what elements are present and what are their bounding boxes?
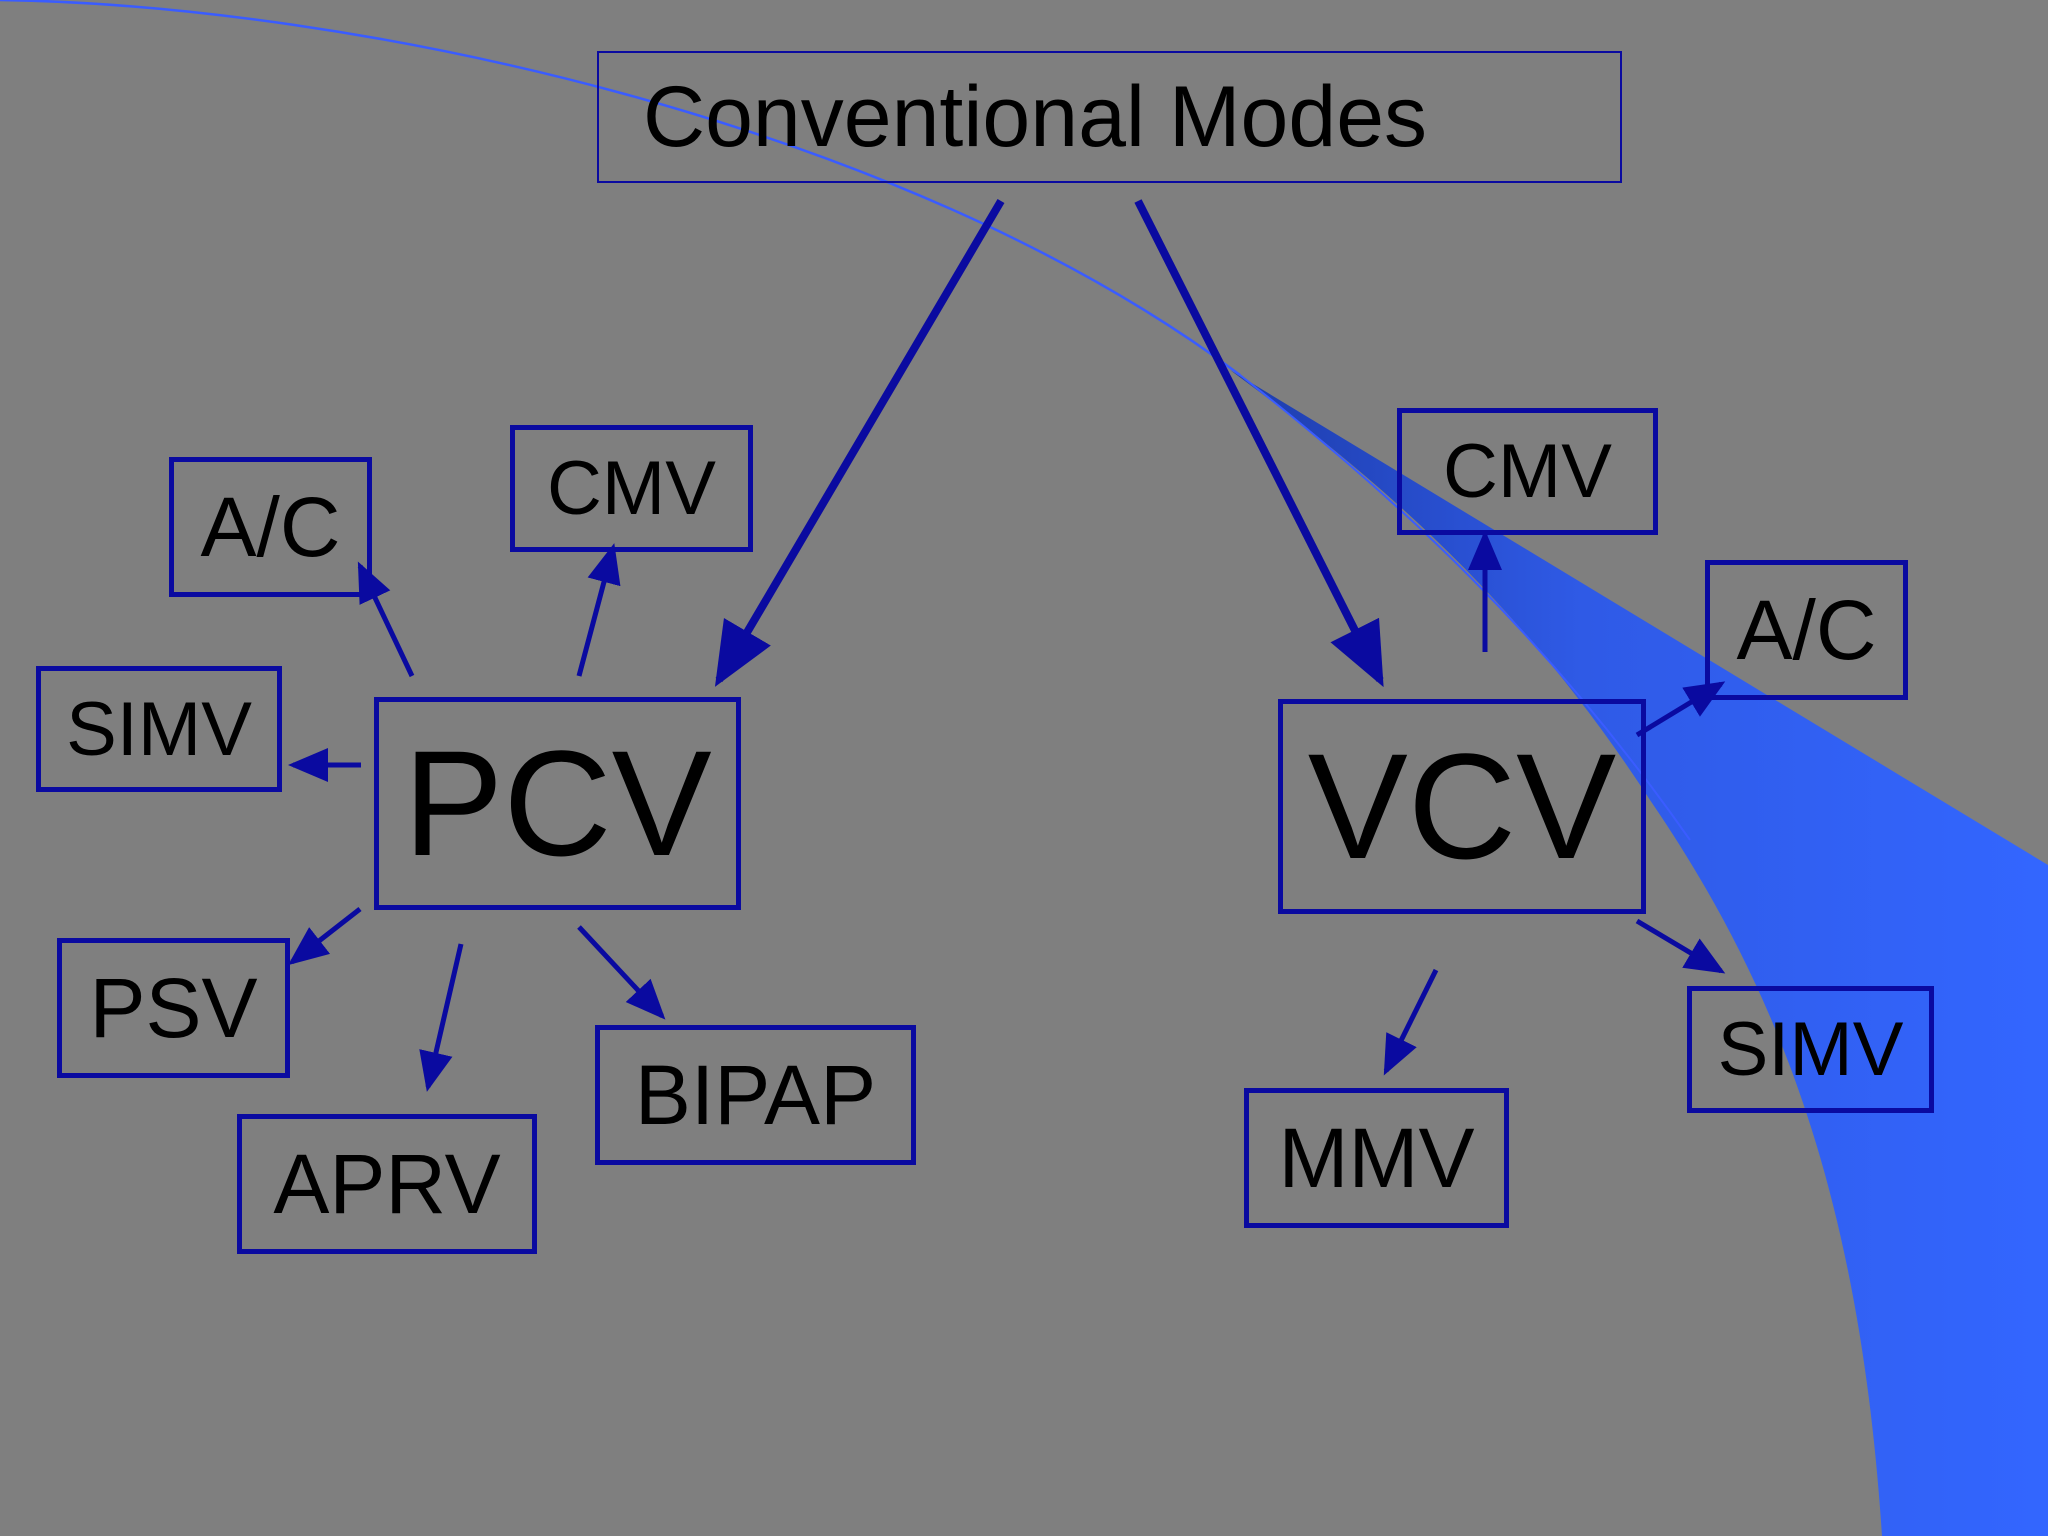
vcv-cmv-box: CMV — [1397, 408, 1658, 535]
vcv-label: VCV — [1307, 722, 1617, 890]
vcv-simv-label: SIMV — [1717, 1007, 1904, 1092]
pcv-label: PCV — [403, 719, 712, 887]
pcv-ac-label: A/C — [200, 479, 341, 574]
pcv-bipap-label: BIPAP — [634, 1047, 877, 1142]
pcv-bipap-box: BIPAP — [595, 1025, 916, 1165]
pcv-simv-label: SIMV — [66, 686, 252, 772]
vcv-cmv-label: CMV — [1443, 429, 1612, 514]
vcv-ac-label: A/C — [1736, 582, 1877, 677]
pcv-aprv-label: APRV — [273, 1136, 501, 1231]
arrow-vcv-to-simv — [1635, 918, 1726, 974]
vcv-simv-box: SIMV — [1687, 986, 1934, 1113]
arrow-pcv-to-psv — [288, 907, 362, 966]
arrow-pcv-to-bipap — [577, 925, 666, 1020]
arrow-vcv-to-mmv — [1383, 968, 1439, 1076]
arrow-pcv-to-cmv — [576, 543, 621, 677]
pcv-simv-box: SIMV — [36, 666, 282, 792]
swoosh-band — [1230, 370, 2048, 1536]
swoosh-inner-edge — [1239, 374, 1691, 841]
pcv-cmv-label: CMV — [547, 446, 716, 531]
page-title: Conventional Modes — [643, 68, 1428, 165]
vcv-mmv-box: MMV — [1244, 1088, 1509, 1228]
swoosh-thin-arc — [0, 0, 1241, 377]
arrow-title-to-vcv — [1134, 199, 1384, 688]
title-box: Conventional Modes — [597, 51, 1622, 183]
vcv-ac-box: A/C — [1705, 560, 1908, 700]
pcv-psv-label: PSV — [89, 960, 258, 1055]
arrow-vcv-to-ac — [1635, 681, 1726, 738]
arrow-pcv-to-aprv — [419, 943, 464, 1092]
pcv-psv-box: PSV — [57, 938, 290, 1078]
pcv-cmv-box: CMV — [510, 425, 753, 552]
arrow-title-to-pcv — [714, 198, 1005, 687]
pcv-aprv-box: APRV — [237, 1114, 537, 1254]
vcv-box: VCV — [1278, 699, 1646, 914]
pcv-ac-box: A/C — [169, 457, 372, 597]
arrow-pcv-to-ac — [357, 561, 415, 678]
vcv-mmv-label: MMV — [1278, 1110, 1475, 1205]
pcv-box: PCV — [374, 697, 741, 910]
